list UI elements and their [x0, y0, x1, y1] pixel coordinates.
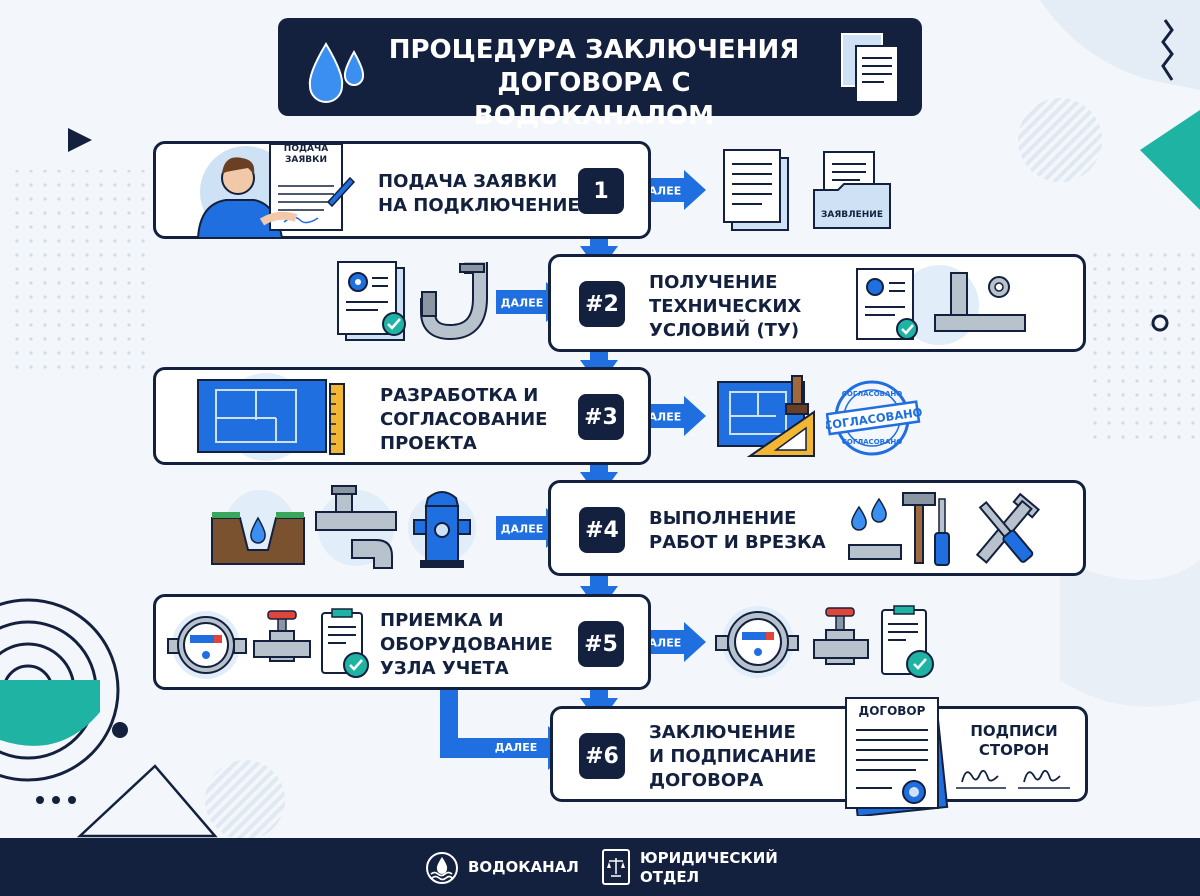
- step-4-number: #4: [579, 507, 625, 553]
- person-writing-icon: [196, 143, 356, 238]
- step-3-number: #3: [578, 394, 624, 440]
- folder-caption: ЗАЯВЛЕНИЕ: [821, 210, 883, 220]
- l-connector-label: ДАЛЕЕ: [494, 741, 538, 754]
- step-1-label: ПОДАЧА ЗАЯВКИ НА ПОДКЛЮЧЕНИЕ: [378, 171, 580, 216]
- approved-stamp-icon: СОГЛАСОВАНО СОГЛАСОВАНО СОГЛАСОВАНО: [826, 380, 922, 456]
- signatures-caption: ПОДПИСИ СТОРОН: [970, 722, 1058, 759]
- folder-icon: [813, 151, 891, 229]
- application-doc-caption: ПОДАЧА ЗАЯВКИ: [283, 144, 329, 165]
- contract-icon: [845, 697, 949, 816]
- step-5-card: ПРИЕМКА И ОБОРУДОВАНИЕ УЗЛА УЧЕТА #5: [153, 594, 651, 690]
- step-6-card: #6 ЗАКЛЮЧЕНИЕ И ПОДПИСАНИЕ ДОГОВОРА: [550, 706, 1088, 802]
- vodokanal-logo-icon: [426, 852, 458, 884]
- stamp-ring-bottom: СОГЛАСОВАНО: [842, 438, 902, 446]
- water-drops-icon: [308, 42, 365, 103]
- next-arrow-label: ДАЛЕЕ: [501, 297, 543, 310]
- title-banner: ПРОЦЕДУРА ЗАКЛЮЧЕНИЯ ДОГОВОРА С ВОДОКАНА…: [278, 18, 922, 131]
- step-1-number: 1: [578, 168, 624, 214]
- step-6-label: ЗАКЛЮЧЕНИЕ И ПОДПИСАНИЕ ДОГОВОРА: [649, 722, 817, 791]
- signatures-icon: [956, 769, 1070, 789]
- contract-caption: ДОГОВОР: [858, 704, 926, 718]
- step-2-number: #2: [579, 281, 625, 327]
- step-5-number: #5: [578, 621, 624, 667]
- step-4-label: ВЫПОЛНЕНИЕ РАБОТ И ВРЕЗКА: [649, 508, 826, 553]
- step-3-card: РАЗРАБОТКА И СОГЛАСОВАНИЕ ПРОЕКТА #3: [153, 367, 651, 465]
- pipe-icon: [420, 262, 488, 341]
- stamp-ring-top: СОГЛАСОВАНО: [842, 390, 902, 398]
- step-2-card: #2 ПОЛУЧЕНИЕ ТЕХНИЧЕСКИХ УСЛОВИЙ (ТУ): [548, 254, 1086, 352]
- fire-hydrant-icon: [408, 491, 476, 568]
- footer-dept: ЮРИДИЧЕСКИЙ ОТДЕЛ: [640, 849, 778, 886]
- blueprint-icon: [197, 373, 345, 461]
- document-icon: [723, 149, 789, 231]
- tech-doc-gear-icon: [337, 261, 406, 341]
- pipe-fittings-icon: [315, 485, 397, 569]
- step-4-card: #4 ВЫПОЛНЕНИЕ РАБОТ И ВРЕЗКА: [548, 480, 1086, 576]
- next-arrow-label: ДАЛЕЕ: [501, 523, 543, 536]
- tech-spec-icon: [856, 265, 1026, 345]
- tools-icon: [848, 492, 1041, 566]
- l-connector-arrow: [440, 686, 572, 770]
- step-2-label: ПОЛУЧЕНИЕ ТЕХНИЧЕСКИХ УСЛОВИЙ (ТУ): [649, 272, 802, 341]
- page-title: ПРОЦЕДУРА ЗАКЛЮЧЕНИЯ ДОГОВОРА С ВОДОКАНА…: [388, 35, 800, 131]
- meter-valve-checklist-icon: [167, 608, 369, 679]
- step-1-card: ПОДАЧА ЗАЯВКИ ПОДАЧА ЗАЯВКИ НА ПОДКЛЮЧЕН…: [153, 141, 651, 239]
- step-5-label: ПРИЕМКА И ОБОРУДОВАНИЕ УЗЛА УЧЕТА: [380, 610, 553, 679]
- meter-valve-checklist-icon-2: [715, 605, 934, 678]
- legal-document-icon: [602, 849, 630, 885]
- documents-icon: [841, 33, 899, 103]
- footer: ВОДОКАНАЛ ЮРИДИЧЕСКИЙ ОТДЕЛ: [0, 838, 1200, 896]
- step-3-label: РАЗРАБОТКА И СОГЛАСОВАНИЕ ПРОЕКТА: [380, 385, 548, 454]
- ground-water-icon: [211, 490, 305, 565]
- step-6-number: #6: [579, 733, 625, 779]
- footer-org: ВОДОКАНАЛ: [468, 858, 579, 876]
- blueprint-ruler-icon: [717, 375, 815, 457]
